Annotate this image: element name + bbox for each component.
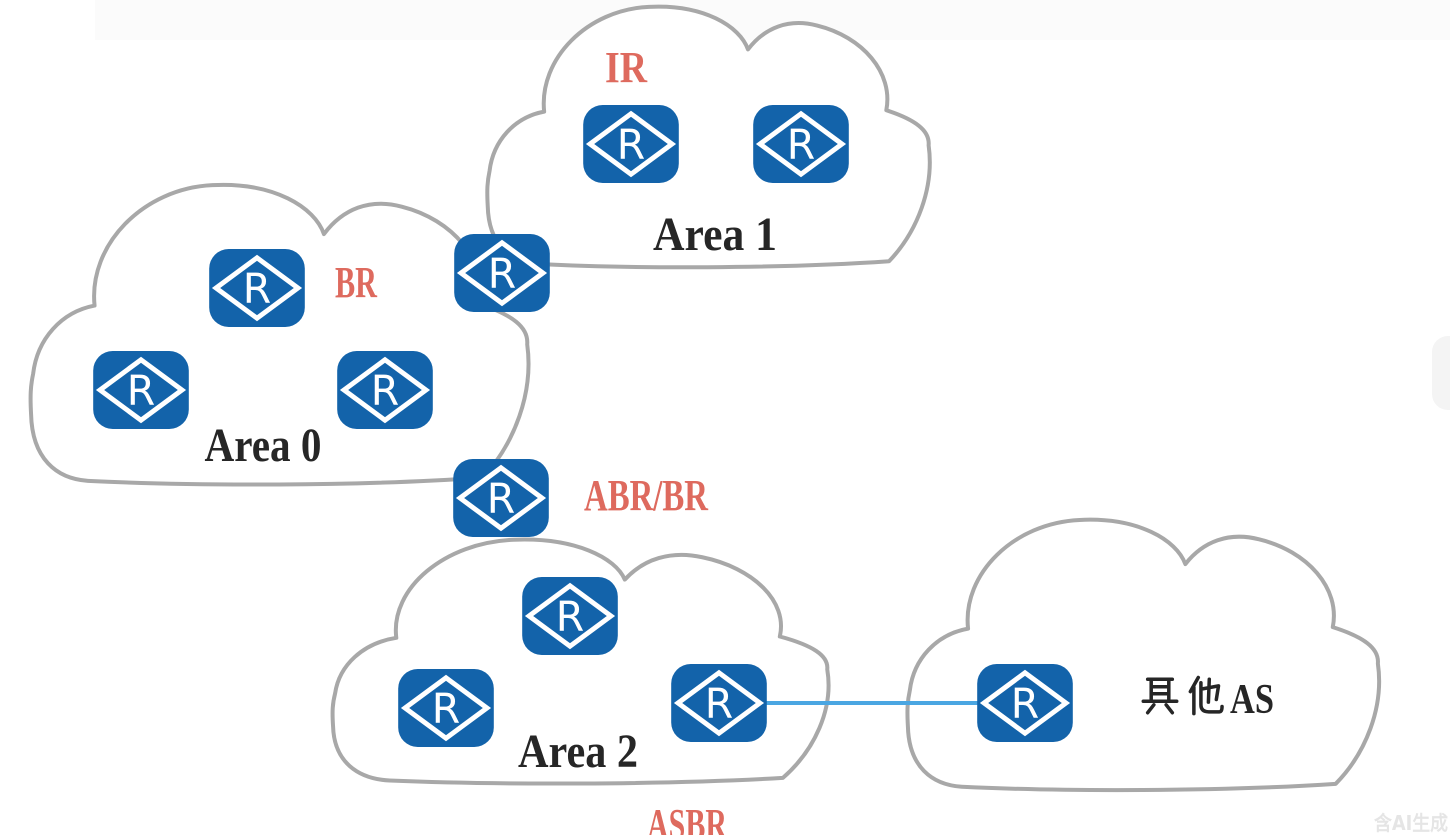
ai-watermark: 含AI生成 bbox=[1374, 811, 1448, 835]
label-other-as-latin: AS bbox=[1230, 677, 1274, 723]
router-icon-area2-left bbox=[398, 669, 494, 747]
hanzi-qi-glyph bbox=[1141, 677, 1179, 715]
router-icon-area0-left bbox=[93, 351, 189, 429]
router-icon-other-as bbox=[977, 664, 1073, 742]
router-icon-area1-2 bbox=[753, 105, 849, 183]
router-icon-area2-asbr bbox=[671, 664, 767, 742]
router-icon-area1-1 bbox=[583, 105, 679, 183]
router-icon-br-junction-area0-area1 bbox=[454, 234, 550, 312]
label-asbr: ASBR bbox=[647, 800, 728, 835]
label-area-0: Area 0 bbox=[205, 419, 322, 472]
label-area-1: Area 1 bbox=[653, 208, 777, 261]
hanzi-qita-glyph bbox=[1141, 675, 1224, 716]
router-icon-area2-top bbox=[522, 577, 618, 655]
cloud-other-as bbox=[906, 518, 1381, 792]
router-icon-area0-top bbox=[209, 249, 305, 327]
edge-artifact-blob bbox=[1432, 336, 1450, 410]
router-icon-area0-right bbox=[337, 351, 433, 429]
hanzi-ta-glyph bbox=[1188, 675, 1224, 716]
label-br: BR bbox=[335, 258, 378, 307]
router-icon-abr-junction-area0-area2 bbox=[453, 459, 549, 537]
label-ir: IR bbox=[605, 43, 648, 92]
label-abr-br: ABR/BR bbox=[584, 471, 709, 520]
label-area-2: Area 2 bbox=[518, 725, 638, 778]
